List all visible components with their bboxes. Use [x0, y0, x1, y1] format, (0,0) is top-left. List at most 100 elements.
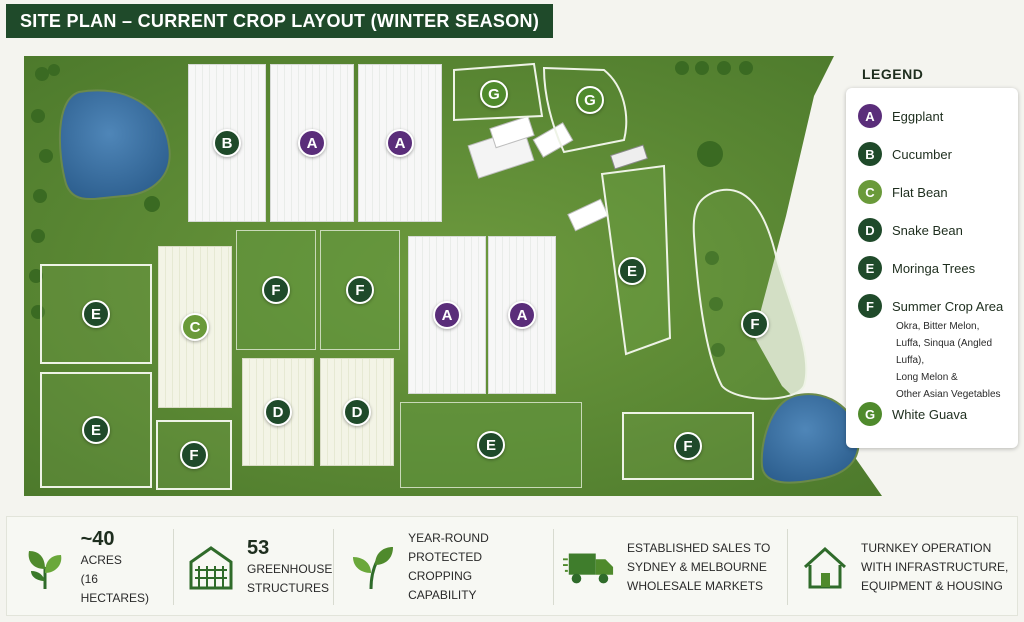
site-map: B A A G G E C F F A A E F E D D F E F	[24, 56, 882, 496]
plot-badge: F	[741, 310, 769, 338]
greenhouse-a[interactable]: A	[358, 64, 442, 222]
legend-title: LEGEND	[862, 66, 924, 82]
moringa-plot[interactable]: E	[400, 402, 582, 488]
feature-line: GREENHOUSE	[247, 562, 333, 576]
feature-line: PROTECTED CROPPING	[408, 550, 483, 583]
feature-line: YEAR-ROUND	[408, 531, 489, 545]
legend-detail-line: Long Melon &	[896, 372, 958, 383]
summer-crop-oval[interactable]: F	[728, 302, 782, 346]
legend-badge: C	[858, 180, 882, 204]
legend-badge: G	[858, 402, 882, 426]
feature-line: WITH INFRASTRUCTURE,	[861, 559, 1009, 574]
summer-crop-plot[interactable]: F	[156, 420, 232, 490]
plot-badge: F	[262, 276, 290, 304]
plot-badge: F	[180, 441, 208, 469]
greenhouse-b[interactable]: B	[188, 64, 266, 222]
feature-divider	[553, 529, 554, 605]
summer-crop-plot[interactable]: F	[622, 412, 754, 480]
moringa-strip[interactable]: E	[604, 246, 660, 296]
legend-label: Summer Crop Area	[892, 298, 1004, 314]
feature-line: CAPABILITY	[408, 588, 477, 602]
truck-icon	[563, 541, 615, 593]
legend-badge: F	[858, 294, 882, 318]
feature-line: (16 HECTARES)	[80, 571, 150, 605]
plot-badge: A	[386, 129, 414, 157]
tree-line	[29, 61, 753, 357]
feature-line: SYDNEY & MELBOURNE	[627, 559, 767, 574]
plot-badge: E	[82, 416, 110, 444]
legend-label: Cucumber	[892, 146, 952, 162]
moringa-plot[interactable]: E	[40, 264, 152, 364]
feature-line: WHOLESALE MARKETS	[627, 578, 764, 593]
feature-divider	[173, 529, 174, 605]
guava-plot-outline-1	[453, 62, 544, 122]
feature-big-value: 53	[247, 537, 270, 559]
feature-line: ESTABLISHED SALES TO	[627, 540, 771, 555]
feature-line: ACRES	[80, 552, 122, 567]
legend-detail-line: Other Asian Vegetables	[896, 389, 1001, 400]
legend-item-white-guava: G White Guava	[858, 402, 967, 426]
plot-badge: A	[508, 301, 536, 329]
plot-badge: A	[433, 301, 461, 329]
legend-label: White Guava	[892, 406, 968, 422]
feature-line: STRUCTURES	[247, 581, 330, 595]
legend-detail-line: Okra, Bitter Melon,	[896, 321, 980, 332]
legend-summer-details: Okra, Bitter Melon, Luffa, Sinqua (Angle…	[896, 318, 1016, 403]
greenhouse-d[interactable]: D	[320, 358, 394, 466]
legend-detail-line: Luffa, Sinqua (Angled Luffa),	[896, 338, 993, 366]
guava-plot-outline-2	[542, 66, 628, 154]
seedling-icon	[19, 541, 71, 593]
greenhouse-a[interactable]: A	[488, 236, 556, 394]
plot-badge: G	[480, 80, 508, 108]
summer-crop-plot[interactable]: F	[320, 230, 400, 350]
feature-divider	[333, 529, 334, 605]
feature-line: EQUIPMENT & HOUSING	[861, 578, 1003, 593]
greenhouse-a[interactable]: A	[408, 236, 486, 394]
pond-west	[58, 89, 171, 201]
plot-badge: E	[618, 257, 646, 285]
greenhouse-c[interactable]: C	[158, 246, 232, 408]
plot-badge: E	[82, 300, 110, 328]
legend-label: Flat Bean	[892, 184, 948, 200]
legend-item-cucumber: B Cucumber	[858, 142, 952, 166]
legend-item-moringa: E Moringa Trees	[858, 256, 975, 280]
feature-sales: ESTABLISHED SALES TO SYDNEY & MELBOURNE …	[563, 517, 783, 617]
feature-greenhouses: 53 GREENHOUSE STRUCTURES	[185, 517, 335, 617]
legend-label: Snake Bean	[892, 222, 963, 238]
plot-badge: E	[477, 431, 505, 459]
guava-plot[interactable]: G	[468, 76, 520, 112]
feature-year-round: YEAR-ROUND PROTECTED CROPPING CAPABILITY	[347, 517, 547, 617]
plot-badge: G	[576, 86, 604, 114]
greenhouse-a[interactable]: A	[270, 64, 354, 222]
legend-badge: B	[858, 142, 882, 166]
plot-badge: F	[346, 276, 374, 304]
plot-badge: D	[264, 398, 292, 426]
legend-badge: E	[858, 256, 882, 280]
summer-crop-plot[interactable]: F	[236, 230, 316, 350]
feature-turnkey: TURNKEY OPERATION WITH INFRASTRUCTURE, E…	[799, 517, 1011, 617]
summer-crop-oval-outline	[692, 188, 808, 400]
plot-badge: F	[674, 432, 702, 460]
plot-badge: A	[298, 129, 326, 157]
greenhouse-d[interactable]: D	[242, 358, 314, 466]
features-bar: ~40 ACRES (16 HECTARES) 53 GREENHOUSE ST…	[6, 516, 1018, 616]
legend-item-summer-crop: F Summer Crop Area	[858, 294, 1003, 318]
page-title: SITE PLAN – CURRENT CROP LAYOUT (WINTER …	[6, 4, 554, 38]
plot-badge: D	[343, 398, 371, 426]
feature-big-value: ~40	[80, 527, 115, 550]
leaf-icon	[347, 541, 398, 593]
feature-acres: ~40 ACRES (16 HECTARES)	[19, 517, 169, 617]
legend-badge: D	[858, 218, 882, 242]
feature-divider	[787, 529, 788, 605]
legend-label: Eggplant	[892, 108, 944, 124]
guava-plot[interactable]: G	[564, 82, 616, 118]
moringa-plot[interactable]: E	[40, 372, 152, 488]
legend-item-flat-bean: C Flat Bean	[858, 180, 948, 204]
legend-badge: A	[858, 104, 882, 128]
legend-item-snake-bean: D Snake Bean	[858, 218, 963, 242]
greenhouse-icon	[185, 541, 237, 593]
feature-line: TURNKEY OPERATION	[861, 540, 992, 555]
legend-item-eggplant: A Eggplant	[858, 104, 943, 128]
plot-badge: C	[181, 313, 209, 341]
plot-badge: B	[213, 129, 241, 157]
